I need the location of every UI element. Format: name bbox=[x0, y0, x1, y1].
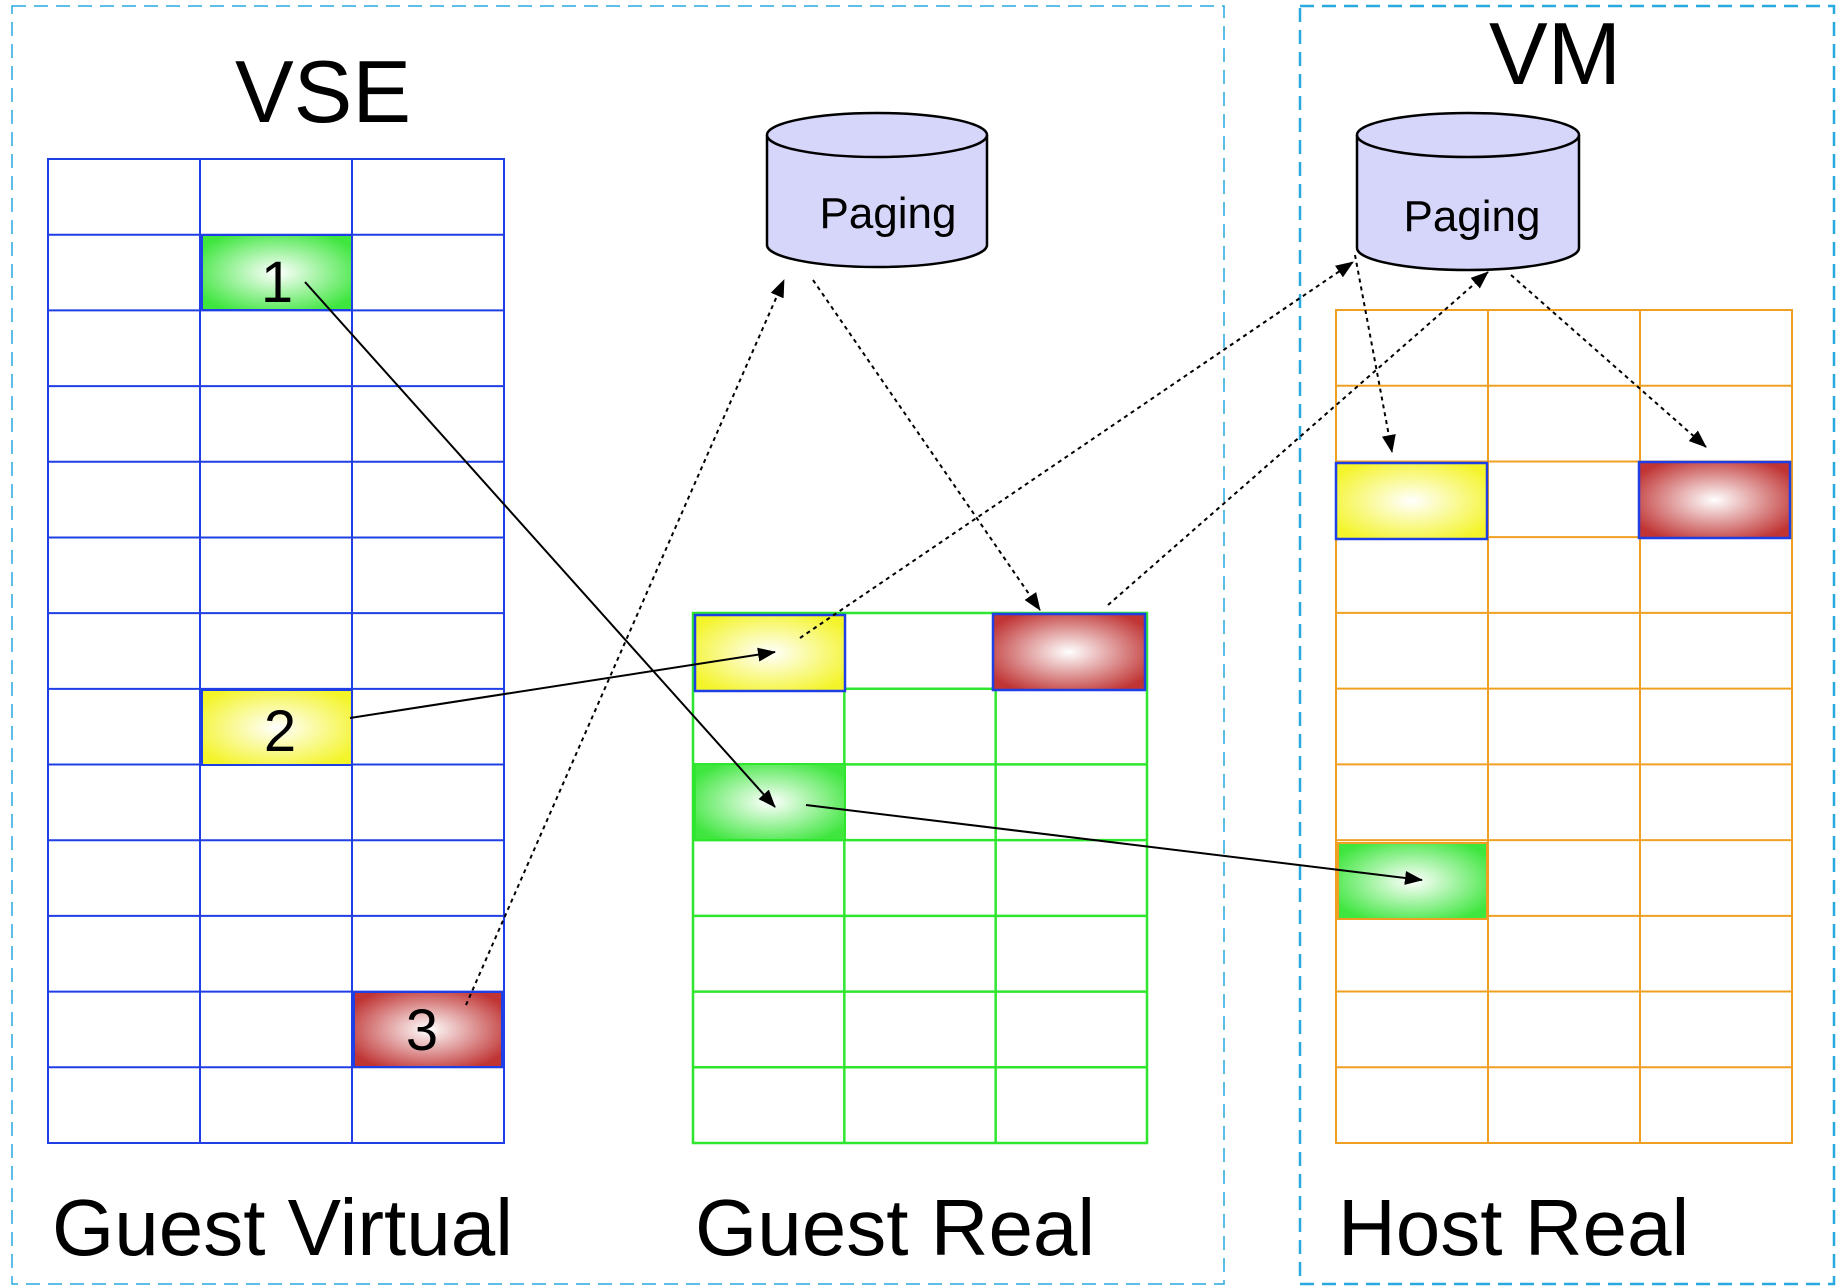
guest-virtual-page-2 bbox=[201, 689, 353, 766]
page-2-label: 2 bbox=[264, 699, 296, 764]
guest-real-frame-red bbox=[991, 612, 1147, 692]
guest-paging-label: Paging bbox=[819, 189, 956, 238]
host-paging-label: Paging bbox=[1403, 192, 1540, 241]
arrow-page1-to-guest-real bbox=[304, 281, 776, 808]
arrow-host-paging-to-host-real-red bbox=[1510, 274, 1707, 448]
arrow-host-paging-to-host-real-yellow bbox=[1354, 254, 1396, 453]
guest-real-caption: Guest Real bbox=[695, 1183, 1095, 1272]
arrow-guest-real-to-host-real bbox=[805, 804, 1423, 885]
host-real-grid bbox=[1335, 309, 1793, 1144]
host-real-grid-outline bbox=[1335, 309, 1793, 1144]
guest-real-grid bbox=[691, 611, 1149, 1145]
guest-paging-cylinder-icon bbox=[765, 111, 989, 269]
guest-virtual-page-1 bbox=[201, 234, 353, 311]
guest-virtual-page-3 bbox=[353, 991, 503, 1068]
vse-region-border bbox=[11, 5, 1225, 1285]
arrow-page3-to-guest-paging bbox=[465, 279, 785, 1006]
guest-virtual-caption: Guest Virtual bbox=[52, 1183, 513, 1272]
vm-region-border bbox=[1298, 4, 1836, 1286]
arrow-page2-to-guest-real bbox=[349, 647, 776, 719]
vse-title: VSE bbox=[235, 42, 411, 141]
guest-real-grid-outline bbox=[691, 611, 1149, 1145]
host-real-frame-red bbox=[1637, 460, 1792, 540]
vm-title: VM bbox=[1489, 4, 1621, 103]
page-3-label: 3 bbox=[406, 998, 438, 1063]
guest-virtual-grid-outline bbox=[47, 158, 505, 1144]
arrow-guest-paging-to-guest-real bbox=[812, 279, 1041, 611]
arrow-guest-real-red-to-host-paging bbox=[1107, 271, 1489, 606]
host-paging-cylinder-icon bbox=[1355, 111, 1581, 272]
host-real-caption: Host Real bbox=[1338, 1183, 1689, 1272]
arrow-guest-real-to-host-paging bbox=[799, 261, 1354, 639]
page-1-label: 1 bbox=[261, 250, 293, 315]
guest-virtual-grid bbox=[47, 158, 505, 1144]
host-real-frame-green bbox=[1337, 842, 1488, 920]
host-real-frame-yellow bbox=[1334, 461, 1489, 541]
